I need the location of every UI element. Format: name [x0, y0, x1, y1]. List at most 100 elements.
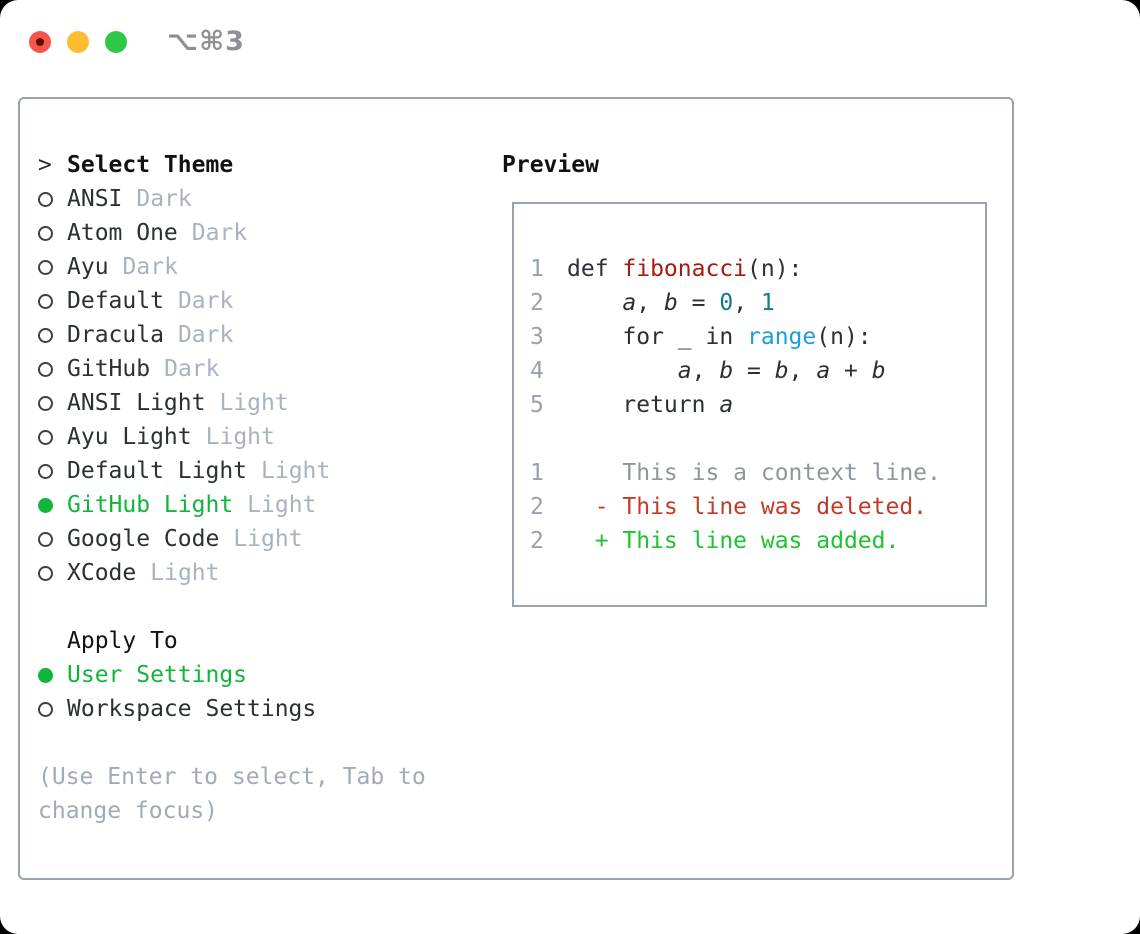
code-token: , — [636, 290, 664, 316]
theme-option-ayu[interactable]: Ayu Dark — [38, 250, 478, 284]
theme-option-default-light[interactable]: Default Light Light — [38, 454, 478, 488]
theme-variant-tag: Dark — [164, 356, 220, 382]
code-token: = — [733, 358, 775, 384]
keyboard-shortcut-label: ⌥⌘3 — [167, 26, 245, 57]
code-token: + This line was added. — [567, 528, 900, 554]
spacer — [38, 590, 478, 624]
apply-to-header: Apply To — [67, 628, 178, 654]
theme-variant-tag: Dark — [191, 220, 248, 246]
theme-option-ayu-light[interactable]: Ayu Light Light — [38, 420, 478, 454]
code-line: 1 This is a context line. — [530, 456, 985, 490]
theme-variant-tag: Light — [205, 424, 275, 450]
code-token: (n): — [816, 324, 872, 350]
zoom-button-icon[interactable] — [105, 30, 127, 53]
line-number: 3 — [530, 324, 544, 350]
code-token: , — [733, 290, 761, 316]
code-token: fibonacci — [622, 256, 748, 282]
apply-option-user-settings[interactable]: User Settings — [38, 658, 478, 692]
code-token: range — [747, 324, 817, 350]
diff-block: 1 This is a context line.2 - This line w… — [530, 456, 985, 558]
code-token: This is a context line. — [567, 460, 941, 486]
theme-option-github[interactable]: GitHub Dark — [38, 352, 478, 386]
radio-icon — [38, 225, 67, 241]
focus-caret-icon: > — [38, 152, 52, 178]
code-line: 2 + This line was added. — [530, 524, 985, 558]
theme-variant-tag: Dark — [177, 288, 234, 314]
code-token: a — [622, 290, 637, 316]
theme-name: Default Light — [67, 458, 248, 484]
theme-variant-tag: Light — [261, 458, 331, 484]
theme-name: Ayu Light — [67, 424, 192, 450]
theme-name: XCode — [67, 560, 137, 586]
radio-icon — [38, 361, 67, 377]
minimize-button-icon[interactable] — [67, 30, 89, 53]
theme-name: Dracula — [67, 322, 164, 348]
apply-option-workspace-settings[interactable]: Workspace Settings — [38, 692, 478, 726]
theme-option-atom-one[interactable]: Atom One Dark — [38, 216, 478, 250]
code-token: b — [871, 358, 886, 384]
code-line: 4 a, b = b, a + b — [530, 354, 985, 388]
code-token: for _ in — [567, 324, 748, 350]
radio-icon — [38, 293, 67, 309]
code-line: 1 def fibonacci(n): — [530, 252, 985, 286]
code-token: b — [663, 290, 678, 316]
theme-name: Google Code — [67, 526, 220, 552]
code-token: a — [677, 358, 692, 384]
radio-selected-icon — [38, 497, 67, 513]
code-token: , — [788, 358, 817, 384]
radio-icon — [38, 701, 67, 717]
theme-option-google-code[interactable]: Google Code Light — [38, 522, 478, 556]
select-theme-header-row: > Select Theme — [38, 148, 478, 182]
theme-name: ANSI Light — [67, 390, 206, 416]
line-number: 1 — [530, 256, 544, 282]
theme-name: GitHub Light — [67, 492, 234, 518]
radio-icon — [38, 531, 67, 547]
line-number: 2 — [530, 494, 544, 520]
line-number: 5 — [530, 392, 544, 418]
radio-icon — [38, 327, 67, 343]
code-token: + — [830, 358, 872, 384]
theme-name: ANSI — [67, 186, 123, 212]
line-number: 2 — [530, 528, 544, 554]
theme-option-dracula[interactable]: Dracula Dark — [38, 318, 478, 352]
code-token: 1 — [760, 290, 775, 316]
code-line: 2 - This line was deleted. — [530, 490, 985, 524]
radio-icon — [38, 565, 67, 581]
code-token — [567, 358, 678, 384]
code-token: def — [567, 256, 623, 282]
code-token: a — [719, 392, 734, 418]
theme-variant-tag: Dark — [122, 254, 178, 280]
radio-icon — [38, 429, 67, 445]
radio-icon — [38, 395, 67, 411]
radio-icon — [38, 463, 67, 479]
close-button-icon[interactable] — [29, 30, 51, 53]
code-token: a — [816, 358, 831, 384]
radio-selected-icon — [38, 667, 67, 683]
apply-option-label: User Settings — [67, 662, 248, 688]
line-number: 2 — [530, 290, 544, 316]
code-token — [567, 290, 622, 316]
theme-variant-tag: Light — [233, 526, 303, 552]
code-line: 3 for _ in range(n): — [530, 320, 985, 354]
theme-name: Ayu — [67, 254, 109, 280]
code-token: = — [677, 290, 720, 316]
code-token: (n): — [747, 256, 803, 282]
apply-option-label: Workspace Settings — [67, 696, 317, 722]
theme-name: Atom One — [67, 220, 178, 246]
code-token: b — [719, 358, 734, 384]
code-line: 5 return a — [530, 388, 985, 422]
radio-icon — [38, 259, 67, 275]
select-theme-title: Select Theme — [67, 152, 234, 178]
theme-name: GitHub — [67, 356, 151, 382]
theme-variant-tag: Dark — [177, 322, 234, 348]
